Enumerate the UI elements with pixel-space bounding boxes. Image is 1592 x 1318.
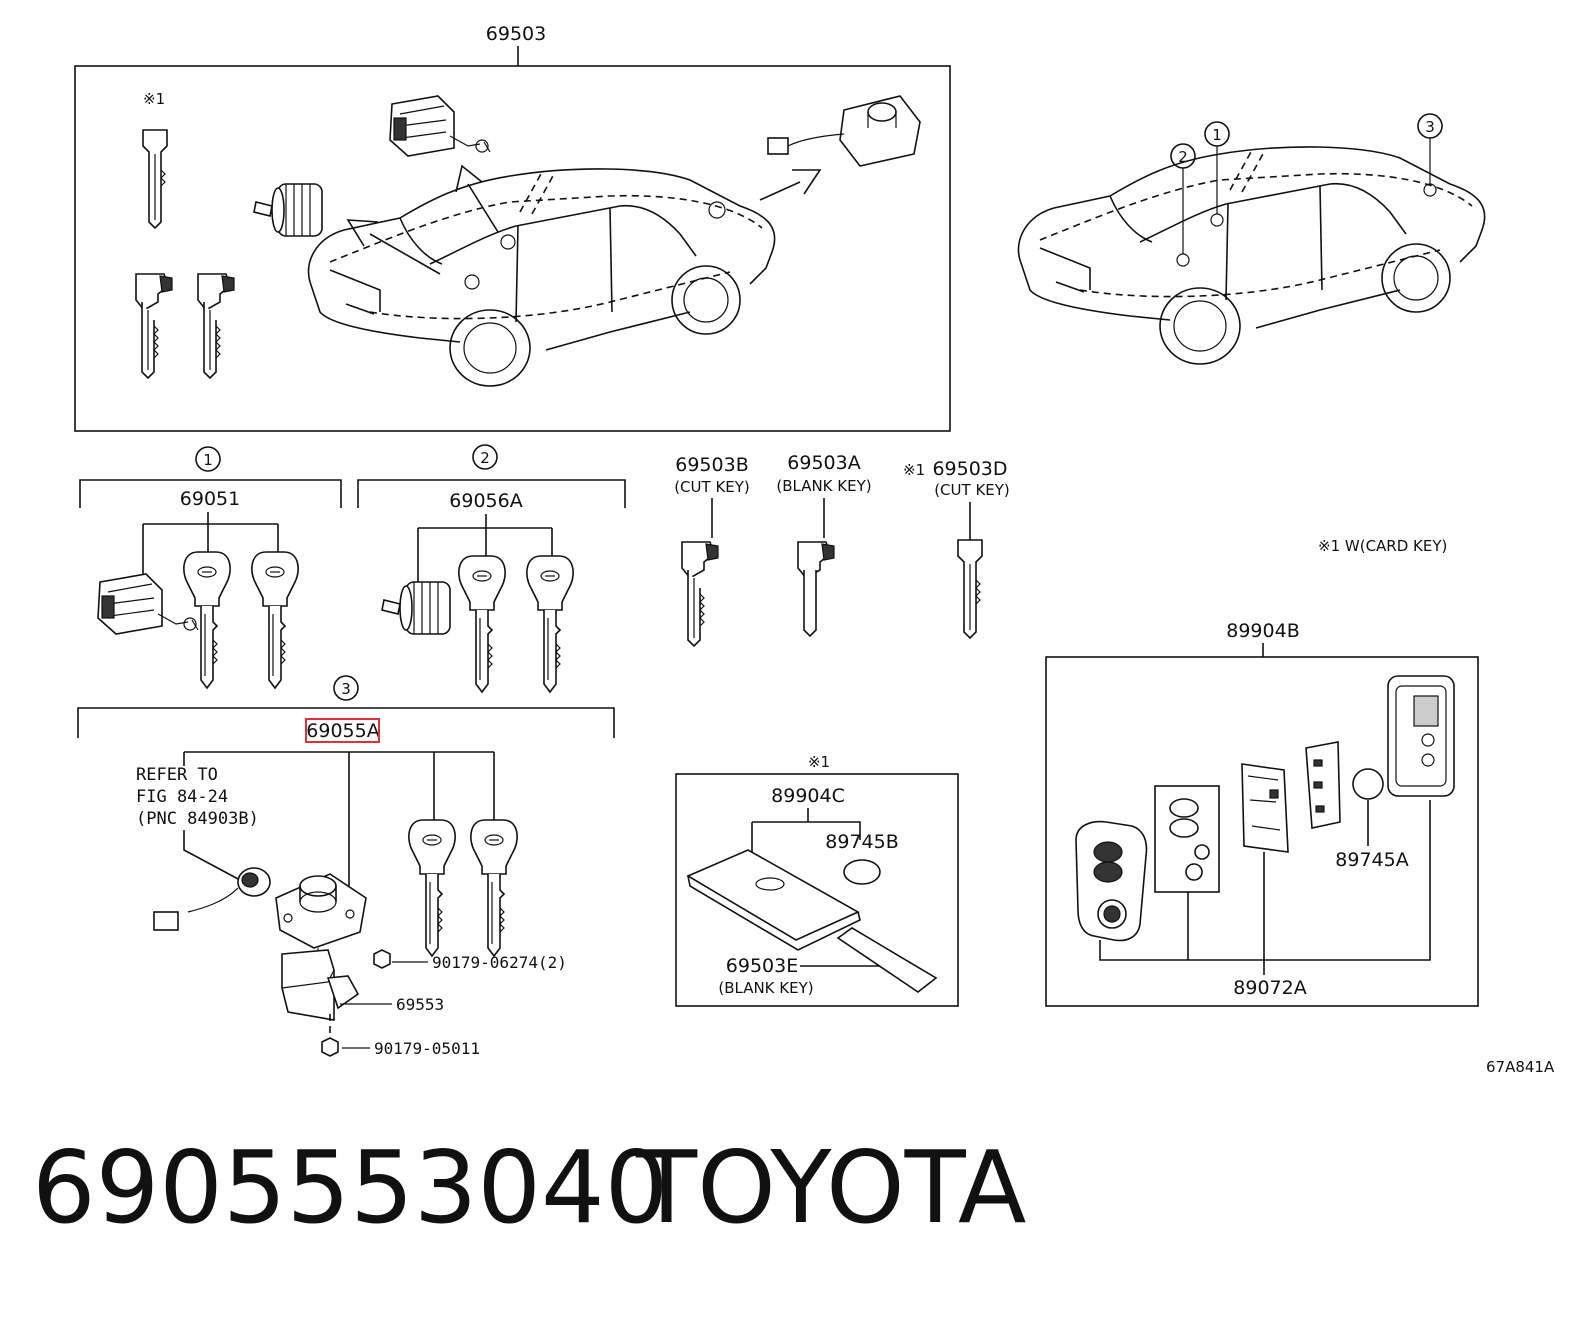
- set-69051: 1 69051: [79, 446, 342, 689]
- sensor-icon: [153, 867, 271, 931]
- label-69051[interactable]: 69051: [180, 488, 240, 510]
- remote-shell-icon: [1305, 741, 1341, 829]
- battery-icon-card: [843, 859, 881, 885]
- highlight-box-69055a: [305, 718, 380, 743]
- label-key-blank-mark: ※1: [143, 90, 165, 108]
- bracket-icon: [281, 949, 360, 1021]
- callout-1-top: 1: [1212, 126, 1222, 144]
- label-89745b[interactable]: 89745B: [825, 831, 898, 853]
- remote-box: 89904B 89745A: [1045, 620, 1479, 1007]
- smart-card-icon: [686, 849, 861, 951]
- label-69553[interactable]: 69553: [396, 995, 444, 1014]
- key-icon-set1-b: [251, 551, 299, 689]
- screw-icon-a: [373, 949, 391, 969]
- label-69503a-note: (BLANK KEY): [776, 477, 871, 495]
- refer-line-3: (PNC 84903B): [136, 809, 259, 829]
- card-cut-key-icon: [957, 539, 983, 640]
- car-body-icon-main: [307, 168, 776, 387]
- callout-3-top: 3: [1425, 118, 1435, 136]
- assembly-69503: 69503 ※1: [74, 23, 951, 432]
- refer-line-2: FIG 84-24: [136, 787, 228, 807]
- battery-icon-remote: [1352, 768, 1384, 800]
- label-69055a[interactable]: 69055A: [306, 720, 379, 742]
- circuit-board-icon: [1241, 763, 1289, 853]
- label-89072a[interactable]: 89072A: [1233, 977, 1306, 999]
- label-69503e-note: (BLANK KEY): [718, 979, 813, 997]
- label-89904c[interactable]: 89904C: [771, 785, 845, 807]
- callout-2: 2: [480, 449, 490, 467]
- remote-case-icon: [1387, 675, 1455, 797]
- callout-3: 3: [341, 680, 351, 698]
- label-69503d-mark: ※1: [903, 461, 925, 479]
- button-pad-icon: [1154, 785, 1220, 893]
- set-69056a: 2 69056A: [357, 444, 626, 693]
- callout-1: 1: [203, 451, 213, 469]
- label-89745a[interactable]: 89745A: [1335, 849, 1408, 871]
- card-key-note: ※1 W(CARD KEY): [1318, 537, 1447, 555]
- diagram-code: 67A841A: [1486, 1058, 1555, 1076]
- callout-2-top: 2: [1178, 148, 1188, 166]
- card-key-mark: ※1: [808, 753, 830, 771]
- key-icon-set3-b: [470, 819, 518, 957]
- key-icon-set2-b: [526, 555, 574, 693]
- label-69056a[interactable]: 69056A: [449, 490, 522, 512]
- label-69503d-note: (CUT KEY): [934, 481, 1010, 499]
- set-69055a: 3 69055A REFER TO FIG 84-24 (PNC 84903B)…: [77, 675, 615, 1058]
- footer-brand: TOYOTA: [635, 1129, 1026, 1246]
- car-location-view: 1 2 3: [1017, 113, 1486, 365]
- footer-part-number: 6905553040: [32, 1129, 668, 1246]
- door-cylinder-icon: [253, 183, 323, 237]
- blade-key-icon-left: [135, 273, 173, 379]
- door-lock-icon: [389, 95, 491, 157]
- blade-key-icon-right: [197, 273, 235, 379]
- label-69503b[interactable]: 69503B: [675, 454, 748, 476]
- loose-keys: 69503B (CUT KEY) 69503A (BLANK KEY) ※1 6…: [674, 452, 1010, 647]
- car-body-icon-location: [1017, 146, 1486, 365]
- door-cylinder-icon-set2: [381, 581, 451, 635]
- blank-key-icon-a: [797, 541, 835, 638]
- cut-key-icon-b: [681, 541, 719, 647]
- label-69503[interactable]: 69503: [486, 23, 546, 45]
- screw-icon-b: [321, 1037, 339, 1057]
- label-90179-05011[interactable]: 90179-05011: [374, 1039, 480, 1058]
- label-69503d[interactable]: 69503D: [932, 458, 1007, 480]
- card-key-box: ※1 89904C 89745B 69503E (BLANK KEY): [675, 753, 959, 1007]
- key-icon-set2-a: [458, 555, 506, 693]
- refer-line-1: REFER TO: [136, 765, 218, 785]
- key-icon-set1-a: [183, 551, 231, 689]
- label-69503b-note: (CUT KEY): [674, 478, 750, 496]
- card-blade-icon: [836, 927, 938, 993]
- door-lock-icon-set1: [97, 573, 199, 635]
- label-69503e[interactable]: 69503E: [726, 955, 798, 977]
- label-89904b[interactable]: 89904B: [1226, 620, 1299, 642]
- label-69503a[interactable]: 69503A: [787, 452, 860, 474]
- remote-transmitter-icon: [1075, 820, 1148, 942]
- label-90179-06274[interactable]: 90179-06274(2): [432, 953, 567, 972]
- ignition-switch-icon: [767, 95, 921, 167]
- key-icon-set3-a: [408, 819, 456, 957]
